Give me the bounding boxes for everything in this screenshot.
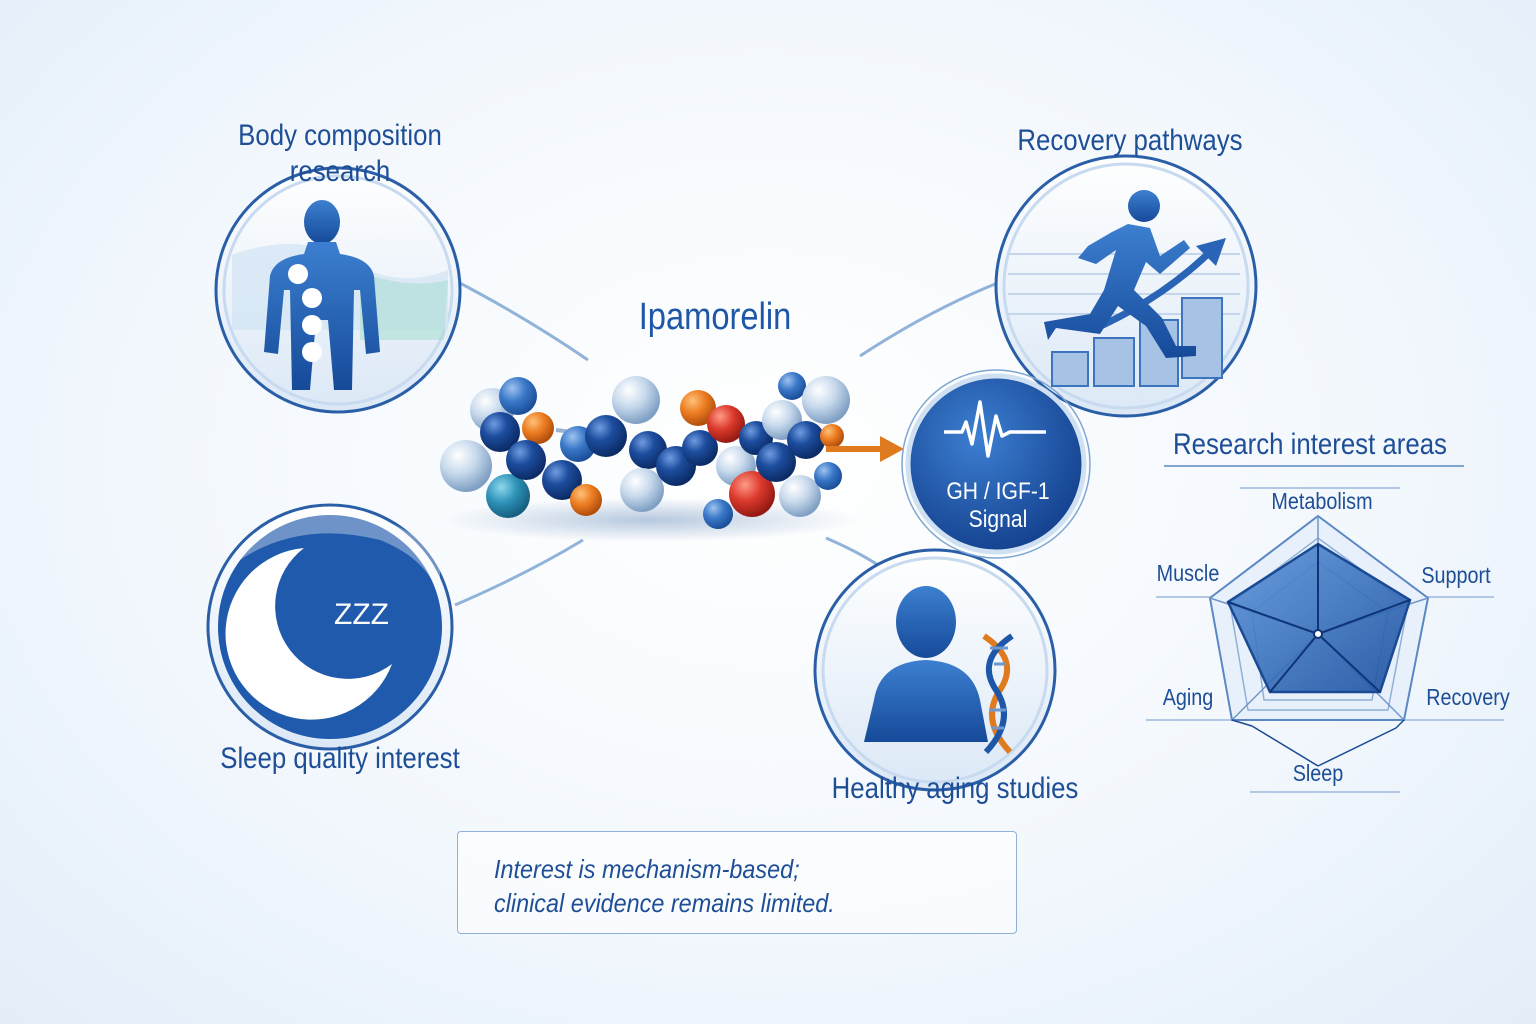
body-composition-node xyxy=(214,166,462,414)
body-composition-label-line1: Body composition xyxy=(238,119,442,152)
molecule-cluster-icon xyxy=(440,372,860,542)
aging-label: Healthy aging studies xyxy=(831,772,1079,805)
disclaimer-line1: Interest is mechanism-based; xyxy=(494,854,800,884)
radar-title: Research interest areas xyxy=(1173,428,1447,461)
signal-label-line2: Signal xyxy=(968,506,1028,533)
connector-sleep xyxy=(454,538,584,607)
radar-axis-label: Muscle xyxy=(1156,560,1220,586)
signal-node xyxy=(901,369,1091,559)
pulse-icon xyxy=(944,400,1046,458)
disclaimer-text: Interest is mechanism-based; clinical ev… xyxy=(494,852,962,920)
body-composition-label-line2: research xyxy=(289,155,391,188)
radar-axis-label: Aging xyxy=(1162,684,1214,710)
sleep-label: Sleep quality interest xyxy=(220,742,460,775)
body-silhouette-icon xyxy=(264,200,380,390)
radar-axis-label: Recovery xyxy=(1426,684,1510,710)
connector-recovery xyxy=(859,280,1001,358)
recovery-label: Recovery pathways xyxy=(1017,124,1243,157)
radar-axis-label: Sleep xyxy=(1292,760,1344,786)
radar-axis-label: Metabolism xyxy=(1271,488,1373,514)
body-composition-label: Body composition research xyxy=(202,118,477,190)
moon-sleep-icon: ZZZ xyxy=(225,548,392,720)
recovery-node xyxy=(994,154,1258,418)
disclaimer-line2: clinical evidence remains limited. xyxy=(494,888,835,918)
zzz-text: ZZZ xyxy=(334,598,389,631)
person-silhouette-icon xyxy=(864,586,988,742)
connector-body xyxy=(457,280,589,362)
dna-person-icon xyxy=(982,633,1014,755)
diagram-title: Ipamorelin xyxy=(638,296,792,338)
radar-chart xyxy=(1146,465,1504,793)
signal-arrow xyxy=(826,436,904,462)
runner-icon xyxy=(1044,190,1196,358)
radar-axis-label: Support xyxy=(1421,562,1491,588)
disclaimer-box: Interest is mechanism-based; clinical ev… xyxy=(457,831,1017,934)
aging-node xyxy=(813,548,1057,792)
signal-label: GH / IGF-1 Signal xyxy=(928,478,1069,534)
sleep-node: ZZZ xyxy=(206,503,454,751)
signal-label-line1: GH / IGF-1 xyxy=(946,478,1050,505)
